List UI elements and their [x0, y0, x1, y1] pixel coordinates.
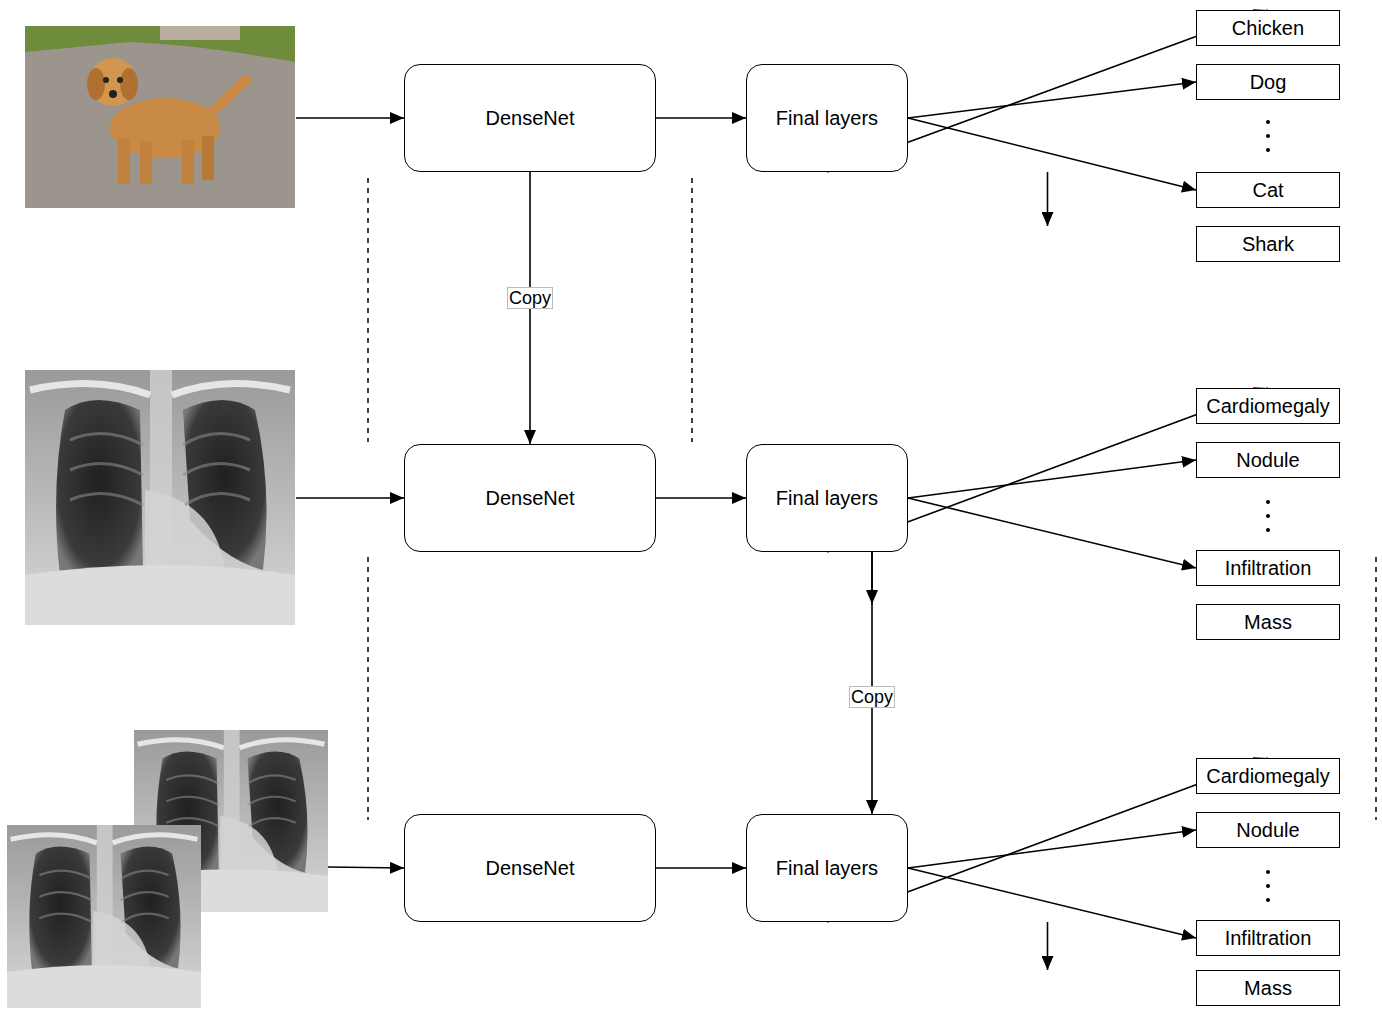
- arrow-connector: [871, 552, 873, 814]
- dog-leg: [140, 142, 152, 184]
- dot: [1266, 500, 1270, 504]
- node-label: Cardiomegaly: [1206, 765, 1329, 787]
- process-box: DenseNet: [404, 444, 656, 552]
- class-box: Nodule: [1196, 442, 1340, 478]
- dot: [1266, 870, 1270, 874]
- dog-tail: [212, 80, 246, 112]
- node-label: Cat: [1252, 179, 1283, 201]
- class-box: Shark: [1196, 226, 1340, 262]
- chest-xray: [25, 370, 295, 625]
- process-box: Final layers: [746, 64, 908, 172]
- grass: [25, 26, 295, 62]
- dog-ear: [87, 68, 105, 100]
- node-label: Chicken: [1232, 17, 1304, 39]
- dog-leg: [118, 138, 130, 184]
- process-box: DenseNet: [404, 64, 656, 172]
- dog-eye: [117, 77, 123, 83]
- dog-photo: [25, 26, 295, 208]
- dashed-line: [367, 178, 369, 442]
- class-box: Infiltration: [1196, 920, 1340, 956]
- arrow-connector: [656, 497, 746, 499]
- gravel-road: [25, 26, 295, 208]
- class-box: Dog: [1196, 64, 1340, 100]
- chest-xray: [7, 825, 201, 1008]
- arrow-connector: [656, 117, 746, 119]
- class-box: Infiltration: [1196, 550, 1340, 586]
- class-box: Cat: [1196, 172, 1340, 208]
- input-arrow: [296, 497, 404, 499]
- process-box: Final layers: [746, 814, 908, 922]
- node-label: DenseNet: [486, 857, 575, 879]
- input-arrow: [296, 117, 404, 119]
- edge-label: Copy: [507, 287, 553, 310]
- dot: [1266, 528, 1270, 532]
- node-label: Nodule: [1236, 819, 1299, 841]
- arrow-connector: [908, 118, 1196, 190]
- arrow-connector: [1047, 922, 1049, 970]
- node-label: Nodule: [1236, 449, 1299, 471]
- node-label: DenseNet: [486, 107, 575, 129]
- node-label: Final layers: [776, 487, 878, 509]
- dog-eye: [103, 77, 109, 83]
- node-label: Mass: [1244, 977, 1292, 999]
- class-box: Cardiomegaly: [1196, 388, 1340, 424]
- node-label: Cardiomegaly: [1206, 395, 1329, 417]
- arrow-connector: [1047, 172, 1049, 226]
- class-box: Nodule: [1196, 812, 1340, 848]
- arrow-connector: [908, 830, 1196, 868]
- class-box: Mass: [1196, 604, 1340, 640]
- dot: [1266, 514, 1270, 518]
- dot: [1266, 884, 1270, 888]
- dot: [1266, 148, 1270, 152]
- input-arrow: [328, 867, 404, 868]
- dashed-line: [691, 178, 693, 442]
- node-label: Final layers: [776, 107, 878, 129]
- edge-label: Copy: [849, 686, 895, 709]
- dashed-guides: [368, 178, 1376, 820]
- dog-nose: [109, 90, 117, 98]
- node-label: Infiltration: [1225, 927, 1312, 949]
- dog-leg: [202, 136, 214, 180]
- node-label: DenseNet: [486, 487, 575, 509]
- node-label: Final layers: [776, 857, 878, 879]
- dot: [1266, 134, 1270, 138]
- dot: [1266, 898, 1270, 902]
- input-arrows: [296, 118, 404, 868]
- node-label: Mass: [1244, 611, 1292, 633]
- arrow-connector: [656, 867, 746, 869]
- dog-leg: [182, 140, 194, 184]
- dog-ear: [120, 68, 138, 100]
- class-box: Chicken: [1196, 10, 1340, 46]
- dot: [1266, 120, 1270, 124]
- node-label: Dog: [1250, 71, 1287, 93]
- wall: [160, 26, 240, 40]
- arrow-connector: [908, 460, 1196, 498]
- node-label: Infiltration: [1225, 557, 1312, 579]
- dashed-line: [1375, 557, 1377, 820]
- dashed-line: [367, 557, 369, 820]
- class-box: Cardiomegaly: [1196, 758, 1340, 794]
- arrow-connector: [908, 868, 1196, 938]
- process-box: DenseNet: [404, 814, 656, 922]
- arrow-connector: [908, 82, 1196, 118]
- process-box: Final layers: [746, 444, 908, 552]
- arrow-connector: [908, 498, 1196, 568]
- class-box: Mass: [1196, 970, 1340, 1006]
- node-label: Shark: [1242, 233, 1294, 255]
